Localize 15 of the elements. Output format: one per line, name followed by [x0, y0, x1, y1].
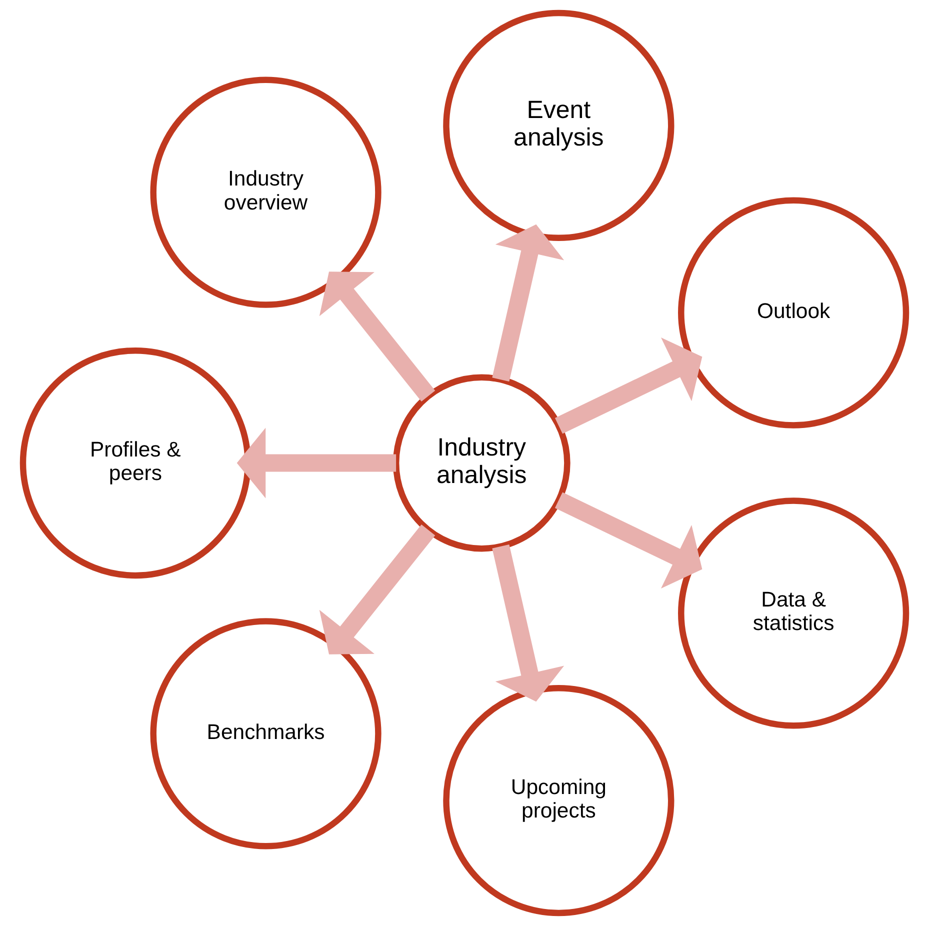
node-circle: Data & statistics	[678, 498, 909, 729]
arrow	[492, 224, 564, 382]
arrow	[554, 492, 702, 589]
arrow	[554, 338, 702, 434]
arrow	[236, 428, 396, 498]
node-circle: Benchmarks	[150, 618, 381, 850]
arrow	[318, 524, 435, 654]
node-circle: Industry analysis	[392, 374, 570, 552]
node-circle: Outlook	[678, 197, 909, 428]
arrow	[318, 272, 435, 402]
node-circle: Industry overview	[150, 76, 381, 308]
node-circle: Profiles & peers	[19, 347, 250, 579]
node-circle: Upcoming projects	[442, 684, 674, 916]
node-circle: Event analysis	[442, 10, 674, 242]
arrow	[492, 544, 564, 702]
